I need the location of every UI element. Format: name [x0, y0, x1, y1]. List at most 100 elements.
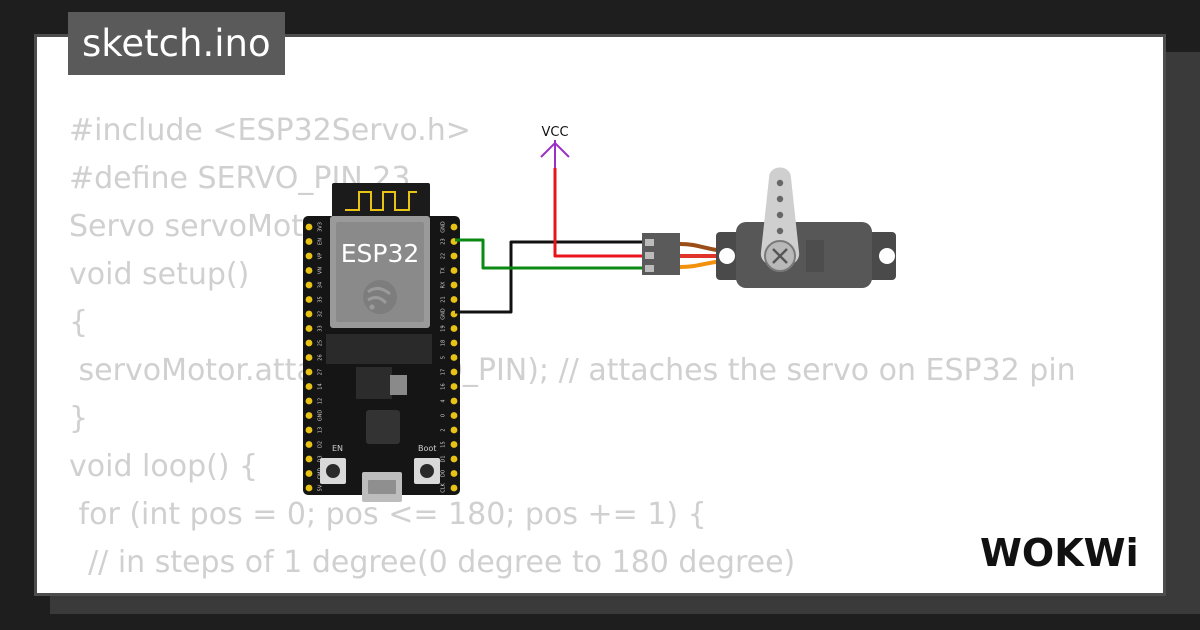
pin-label: GND — [441, 308, 447, 320]
pin-label: 5V — [318, 484, 324, 491]
pin-22[interactable] — [450, 252, 458, 260]
pin-3v3[interactable] — [305, 223, 313, 231]
pin-vp[interactable] — [305, 252, 313, 260]
pin-clk[interactable] — [450, 484, 458, 492]
pin-label: 25 — [318, 340, 324, 346]
esp32-board[interactable]: ESP32 EN Boot 3V3ENVPVN34353233252627141… — [303, 183, 460, 502]
pin-18[interactable] — [450, 339, 458, 347]
pin-label: 34 — [318, 282, 324, 288]
pin-21[interactable] — [450, 296, 458, 303]
pin-label: 35 — [318, 296, 324, 302]
pin-label: 32 — [318, 311, 324, 317]
wokwi-logo: WOKWi — [980, 531, 1139, 575]
pin-vn[interactable] — [305, 267, 313, 274]
en-label: EN — [332, 444, 343, 453]
right-pin-header[interactable] — [450, 223, 458, 492]
pin-label: 17 — [441, 369, 447, 375]
pin-d0[interactable] — [450, 470, 458, 477]
pin-label: 22 — [441, 253, 447, 259]
pin-label: GND — [441, 221, 447, 233]
code-line: { — [69, 305, 89, 340]
pin-label: 26 — [318, 354, 324, 360]
pin-label: 18 — [441, 340, 447, 346]
pin-26[interactable] — [305, 354, 313, 361]
left-pin-labels: 3V3ENVPVN343532332526271412GND13D2D3CMD5… — [318, 222, 324, 491]
pin-label: 0 — [441, 414, 447, 417]
pin-5v[interactable] — [305, 484, 313, 492]
pin-label: 19 — [441, 325, 447, 331]
pin-2[interactable] — [450, 426, 458, 434]
pin-label: EN — [318, 238, 324, 245]
pin-14[interactable] — [305, 383, 313, 390]
pin-0[interactable] — [450, 412, 458, 419]
pin-label: D0 — [441, 470, 447, 477]
boot-button[interactable] — [414, 458, 440, 484]
pin-label: 3V3 — [318, 222, 324, 232]
pin-label: 2 — [441, 428, 447, 431]
code-line: void setup() — [69, 257, 250, 292]
en-button[interactable] — [320, 458, 346, 484]
servo-horn[interactable] — [760, 167, 800, 272]
wire-signal — [455, 238, 645, 270]
code-line: void loop() { — [69, 449, 259, 484]
pin-19[interactable] — [450, 325, 458, 332]
code-line: // in steps of 1 degree(0 degree to 180 … — [69, 545, 796, 580]
wire-gnd — [455, 240, 645, 314]
code-line: for (int pos = 0; pos <= 180; pos += 1) … — [69, 497, 707, 532]
pin-label: GND — [318, 410, 324, 422]
preview-card: #include <ESP32Servo.h>#define SERVO_PIN… — [34, 34, 1166, 596]
pin-label: 12 — [318, 398, 324, 404]
pin-16[interactable] — [450, 383, 458, 390]
pin-17[interactable] — [450, 368, 458, 376]
pin-32[interactable] — [305, 310, 313, 318]
pin-25[interactable] — [305, 339, 313, 347]
code-line: #include <ESP32Servo.h> — [69, 113, 471, 148]
code-line: Servo servoMotor; — [69, 209, 344, 244]
pin-label: 4 — [441, 399, 447, 402]
pin-4[interactable] — [450, 397, 458, 405]
servo-motor[interactable] — [642, 167, 896, 289]
pin-tx[interactable] — [450, 267, 458, 274]
pin-12[interactable] — [305, 397, 313, 405]
pin-label: 23 — [441, 238, 447, 244]
pin-5[interactable] — [450, 354, 458, 361]
boot-label: Boot — [418, 444, 436, 453]
wire-vcc — [553, 168, 645, 258]
pin-en[interactable] — [305, 238, 313, 245]
code-line: } — [69, 401, 89, 436]
pin-15[interactable] — [450, 441, 458, 448]
pin-gnd[interactable] — [450, 223, 458, 231]
pin-label: 16 — [441, 383, 447, 389]
pin-rx[interactable] — [450, 281, 458, 289]
pin-label: 27 — [318, 369, 324, 375]
pin-label: D1 — [441, 455, 447, 462]
file-name-tab[interactable]: sketch.ino — [68, 12, 285, 75]
pin-label: D3 — [318, 455, 324, 462]
pin-27[interactable] — [305, 368, 313, 376]
pin-34[interactable] — [305, 281, 313, 289]
logo-text: WOKWi — [980, 531, 1139, 575]
vcc-symbol: VCC — [540, 125, 570, 168]
pin-label: VP — [318, 253, 324, 259]
pin-label: RX — [441, 281, 447, 288]
pin-cmd[interactable] — [305, 470, 313, 477]
pin-33[interactable] — [305, 325, 313, 332]
pin-gnd[interactable] — [305, 412, 313, 419]
pin-label: 14 — [318, 383, 324, 389]
pin-d3[interactable] — [305, 455, 313, 463]
pin-label: 5 — [441, 356, 447, 359]
board-label: ESP32 — [341, 239, 420, 268]
wires[interactable] — [455, 168, 645, 314]
pin-d2[interactable] — [305, 441, 313, 448]
pin-13[interactable] — [305, 426, 313, 434]
pin-label: 13 — [318, 427, 324, 433]
left-pin-header[interactable] — [305, 223, 313, 492]
pin-label: CMD — [318, 468, 324, 480]
espressif-icon — [363, 280, 397, 314]
pin-d1[interactable] — [450, 455, 458, 463]
pin-35[interactable] — [305, 296, 313, 303]
pin-label: D2 — [318, 441, 324, 448]
pin-label: CLK — [441, 483, 447, 493]
pin-label: TX — [441, 267, 447, 275]
